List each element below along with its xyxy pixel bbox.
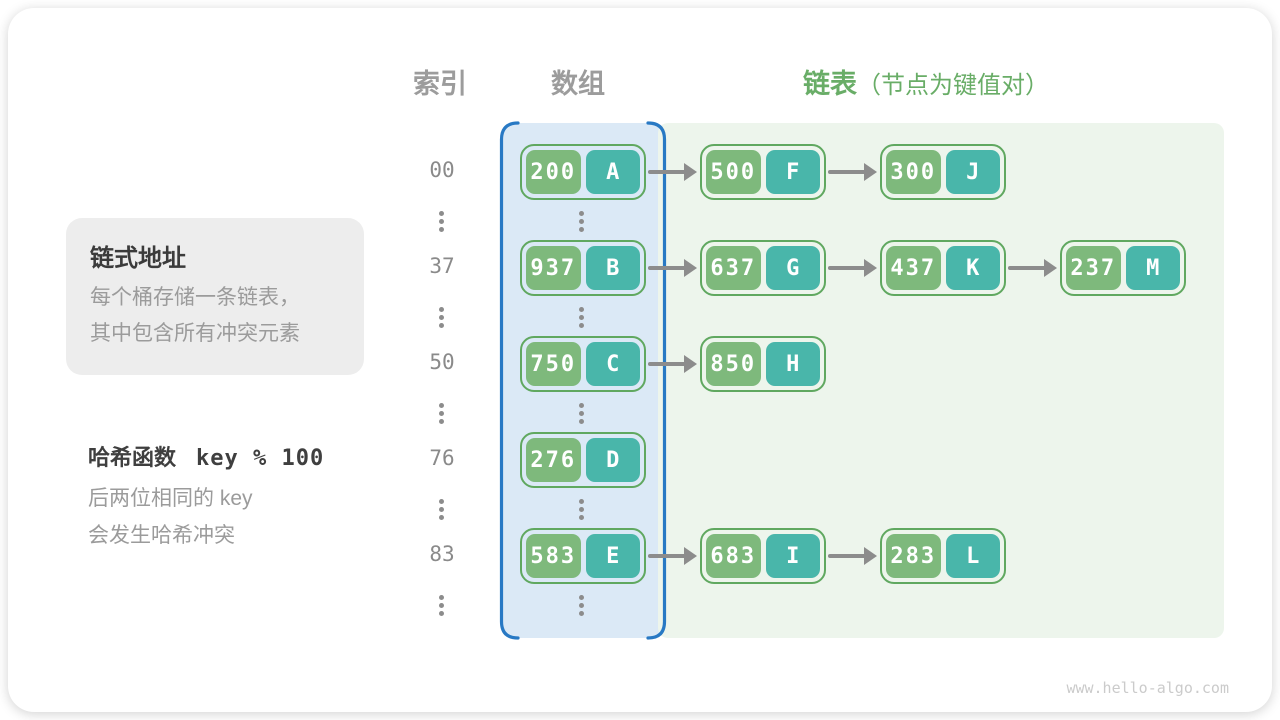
key-cell: 937 <box>526 246 581 290</box>
key-cell: 683 <box>706 534 761 578</box>
hash-note-line: 后两位相同的 key <box>88 487 253 510</box>
value-cell: M <box>1125 246 1180 290</box>
chain-arrow <box>1008 266 1047 270</box>
index-label: 76 <box>429 446 455 470</box>
ellipsis-dots <box>579 595 584 616</box>
key-cell: 300 <box>886 150 941 194</box>
arrowhead-icon <box>864 547 877 565</box>
index-label: 00 <box>429 158 455 182</box>
chain-arrow <box>648 170 687 174</box>
column-header-list: 链表（节点为键值对） <box>803 62 1049 101</box>
key-cell: 237 <box>1066 246 1121 290</box>
arrowhead-icon <box>864 163 877 181</box>
value-cell: L <box>945 534 1000 578</box>
canvas-card: 索引 数组 链表（节点为键值对） 链式地址 每个桶存储一条链表， 其中包含所有冲… <box>8 8 1272 712</box>
ellipsis-dots <box>579 499 584 520</box>
column-header-array: 数组 <box>551 69 605 99</box>
key-cell: 637 <box>706 246 761 290</box>
arrowhead-icon <box>1044 259 1057 277</box>
value-cell: C <box>585 342 640 386</box>
key-cell: 200 <box>526 150 581 194</box>
value-cell: A <box>585 150 640 194</box>
chain-arrow <box>828 170 867 174</box>
value-cell: J <box>945 150 1000 194</box>
arrowhead-icon <box>684 259 697 277</box>
index-label: 50 <box>429 350 455 374</box>
index-label: 83 <box>429 542 455 566</box>
info-box-title: 链式地址 <box>90 245 186 272</box>
value-cell: H <box>765 342 820 386</box>
ellipsis-dots <box>439 499 444 520</box>
watermark: www.hello-algo.com <box>1066 679 1229 697</box>
arrowhead-icon <box>684 163 697 181</box>
key-cell: 500 <box>706 150 761 194</box>
array-bracket <box>499 121 667 640</box>
info-box-line: 其中包含所有冲突元素 <box>90 322 300 345</box>
hash-note-line: 会发生哈希冲突 <box>88 524 235 547</box>
chain-arrow <box>828 554 867 558</box>
info-box-line: 每个桶存储一条链表， <box>90 286 300 309</box>
ellipsis-dots <box>439 595 444 616</box>
info-box-body: 每个桶存储一条链表， 其中包含所有冲突元素 <box>90 280 300 352</box>
key-cell: 750 <box>526 342 581 386</box>
ellipsis-dots <box>439 211 444 232</box>
chain-arrow <box>828 266 867 270</box>
index-label: 37 <box>429 254 455 278</box>
ellipsis-dots <box>579 211 584 232</box>
key-cell: 850 <box>706 342 761 386</box>
key-cell: 583 <box>526 534 581 578</box>
value-cell: K <box>945 246 1000 290</box>
value-cell: F <box>765 150 820 194</box>
list-header-note: （节点为键值对） <box>857 72 1049 99</box>
hash-function-formula: key % 100 <box>196 446 325 471</box>
key-cell: 276 <box>526 438 581 482</box>
ellipsis-dots <box>579 403 584 424</box>
value-cell: E <box>585 534 640 578</box>
chain-arrow <box>648 362 687 366</box>
column-header-index: 索引 <box>413 69 467 99</box>
hash-function-label: 哈希函数 <box>88 445 177 470</box>
info-box: 链式地址 每个桶存储一条链表， 其中包含所有冲突元素 <box>66 218 364 375</box>
hash-note: 后两位相同的 key 会发生哈希冲突 <box>88 480 253 554</box>
chain-arrow <box>648 554 687 558</box>
value-cell: G <box>765 246 820 290</box>
ellipsis-dots <box>579 307 584 328</box>
ellipsis-dots <box>439 403 444 424</box>
arrowhead-icon <box>864 259 877 277</box>
key-cell: 437 <box>886 246 941 290</box>
hash-function: 哈希函数 key % 100 <box>88 440 324 472</box>
value-cell: B <box>585 246 640 290</box>
arrowhead-icon <box>684 355 697 373</box>
list-header-label: 链表 <box>803 69 857 99</box>
value-cell: D <box>585 438 640 482</box>
arrowhead-icon <box>684 547 697 565</box>
key-cell: 283 <box>886 534 941 578</box>
chain-arrow <box>648 266 687 270</box>
value-cell: I <box>765 534 820 578</box>
ellipsis-dots <box>439 307 444 328</box>
